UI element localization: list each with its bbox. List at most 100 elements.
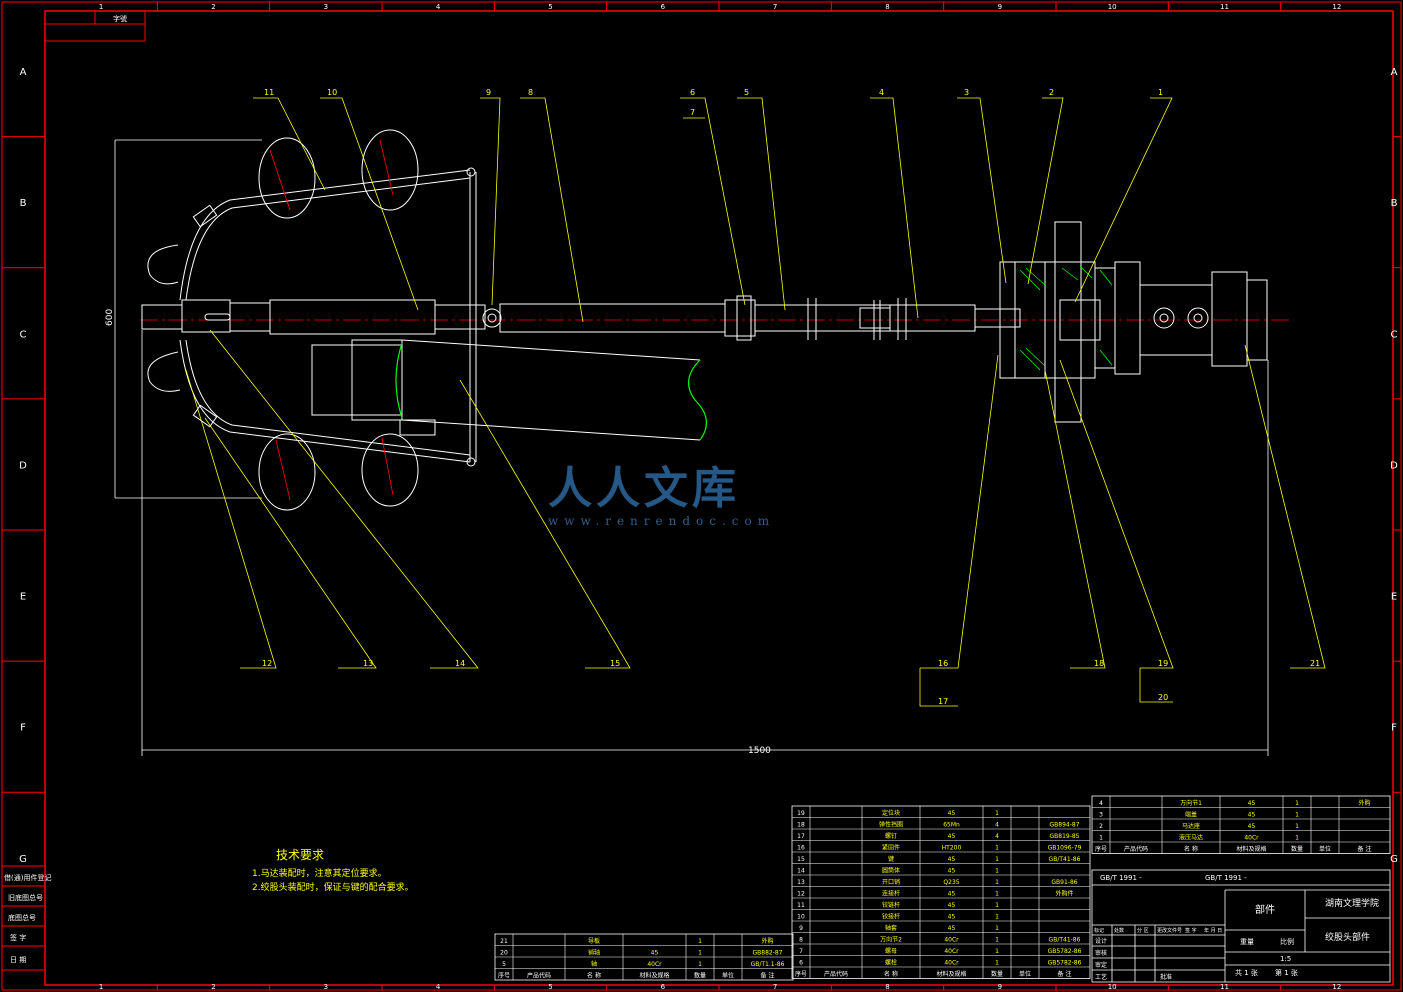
col-number: 8 — [885, 983, 889, 991]
col-number: 6 — [661, 983, 666, 991]
sheets-total: 共 1 张 — [1235, 968, 1258, 977]
col-number: 11 — [1220, 3, 1229, 11]
bom-header-cell: 数量 — [1291, 845, 1303, 853]
bom-cell: 45 — [948, 902, 956, 909]
bom-cell: 1 — [995, 868, 999, 875]
bom-cell: 45 — [1248, 812, 1256, 819]
bom-cell: 液压马达 — [1179, 834, 1203, 842]
bom-cell: 7 — [799, 948, 803, 955]
rev-label: 年 月 日 — [1204, 927, 1222, 934]
bom-header-cell: 数量 — [991, 970, 1003, 978]
scale-label: 比例 — [1280, 937, 1294, 946]
col-number: 12 — [1332, 3, 1341, 11]
bom-cell: 紧固件 — [882, 844, 900, 852]
col-number: 4 — [436, 983, 441, 991]
bom-header-cell: 单位 — [1319, 845, 1331, 853]
bom-header-cell: 序号 — [498, 972, 510, 980]
row-letter: E — [1391, 592, 1397, 603]
bom-cell: GB/T41-86 — [1049, 856, 1081, 863]
bom-cell: 11 — [797, 902, 805, 909]
bom-cell: 45 — [948, 868, 956, 875]
rev-label: 标记 — [1094, 927, 1104, 934]
rev-label: 处数 — [1114, 927, 1124, 934]
bom-cell: 轴套 — [885, 924, 897, 932]
std-ref: GB/T 1991 - — [1100, 874, 1142, 882]
bom-cell: 1 — [698, 961, 702, 968]
bom-cell: 弹性挡圈 — [879, 821, 903, 829]
bom-cell: 45 — [948, 925, 956, 932]
bom-cell: HT200 — [942, 845, 962, 852]
bom-cell: 1 — [995, 879, 999, 886]
sidebar-label: 借(通)用件登记 — [4, 873, 51, 882]
bom-cell: 4 — [995, 833, 999, 840]
bom-cell: 5 — [502, 961, 506, 968]
balloon: 19 — [1158, 659, 1168, 668]
bom-cell: 15 — [797, 856, 805, 863]
balloon: 1 — [1158, 88, 1163, 97]
bom-cell: 1 — [995, 902, 999, 909]
col-number: 1 — [99, 983, 103, 991]
balloon: 12 — [262, 659, 272, 668]
balloon: 7 — [690, 108, 695, 117]
bom-cell: 14 — [797, 868, 805, 875]
bom-cell: 45 — [948, 891, 956, 898]
row-letter: C — [20, 329, 27, 340]
tech-req-line: 2.绞股头装配时，保证与键的配合要求。 — [252, 883, 414, 893]
col-number: 6 — [661, 3, 666, 11]
sheet-number: 第 1 张 — [1275, 968, 1298, 977]
bom-cell: 1 — [1295, 812, 1299, 819]
balloon-labels: 11 10 9 8 6 7 5 4 3 2 1 12 13 14 15 16 1… — [262, 88, 1320, 706]
section-lines — [269, 139, 394, 501]
balloon: 8 — [528, 88, 533, 97]
balloon: 20 — [1158, 693, 1168, 702]
bom-cell: GB894-87 — [1049, 822, 1079, 829]
bom-cell: 螺钉 — [885, 832, 897, 840]
std-ref: GB/T 1991 - — [1205, 874, 1247, 882]
bom-cell: 外购 — [1358, 799, 1370, 807]
bom-cell: 40Cr — [944, 960, 959, 967]
bom-cell: 21 — [500, 938, 508, 945]
bom-header-cell: 名 称 — [884, 970, 898, 978]
bom-header-cell: 名 称 — [1184, 845, 1198, 853]
bom-cell: 45 — [651, 950, 659, 957]
bom-cell: 1 — [698, 950, 702, 957]
bom-cell: 1 — [995, 810, 999, 817]
bom-cell: 1 — [995, 891, 999, 898]
col-number: 5 — [548, 983, 552, 991]
bom-cell: 4 — [1099, 800, 1103, 807]
bom-header-cell: 数量 — [694, 972, 706, 980]
bom-cell: 17 — [797, 833, 805, 840]
col-number: 1 — [99, 3, 103, 11]
col-number: 2 — [211, 3, 215, 11]
sidebar-label: 日 期 — [10, 956, 26, 964]
role-label: 工艺 — [1095, 973, 1107, 981]
bom-cell: 40Cr — [1244, 835, 1259, 842]
tech-req-title: 技术要求 — [276, 848, 325, 862]
row-letter: B — [20, 198, 27, 209]
bom-header-cell: 备 注 — [1358, 845, 1372, 853]
row-letter: F — [20, 723, 26, 734]
row-letter: G — [19, 854, 27, 865]
bom-cell: 20 — [500, 950, 508, 957]
bom-cell: GB/T1.1-86 — [751, 961, 785, 968]
bom-cell: GB91-86 — [1051, 879, 1077, 886]
bom-header-cell: 材料及规格 — [1236, 845, 1266, 853]
bom-cell: 13 — [797, 879, 805, 886]
bom-cell: 铰链杆 — [882, 901, 900, 909]
tech-req-line: 1.马达装配时，注意其定位要求。 — [252, 869, 387, 879]
rev-label: 更改文件号 — [1157, 927, 1182, 934]
bom-cell: 键 — [888, 855, 894, 863]
col-number: 7 — [773, 3, 777, 11]
bom-cell: 16 — [797, 845, 805, 852]
bom-cell: 1 — [995, 937, 999, 944]
bom-cell: 1 — [1295, 835, 1299, 842]
bom-cell: 定位块 — [882, 809, 900, 817]
left-sidebar — [1, 865, 46, 971]
bom-cell: 10 — [797, 914, 805, 921]
role-label: 批准 — [1160, 973, 1172, 981]
row-letter: F — [1391, 723, 1397, 734]
col-number: 5 — [548, 3, 552, 11]
bom-header-cell: 产品代码 — [1124, 845, 1148, 853]
